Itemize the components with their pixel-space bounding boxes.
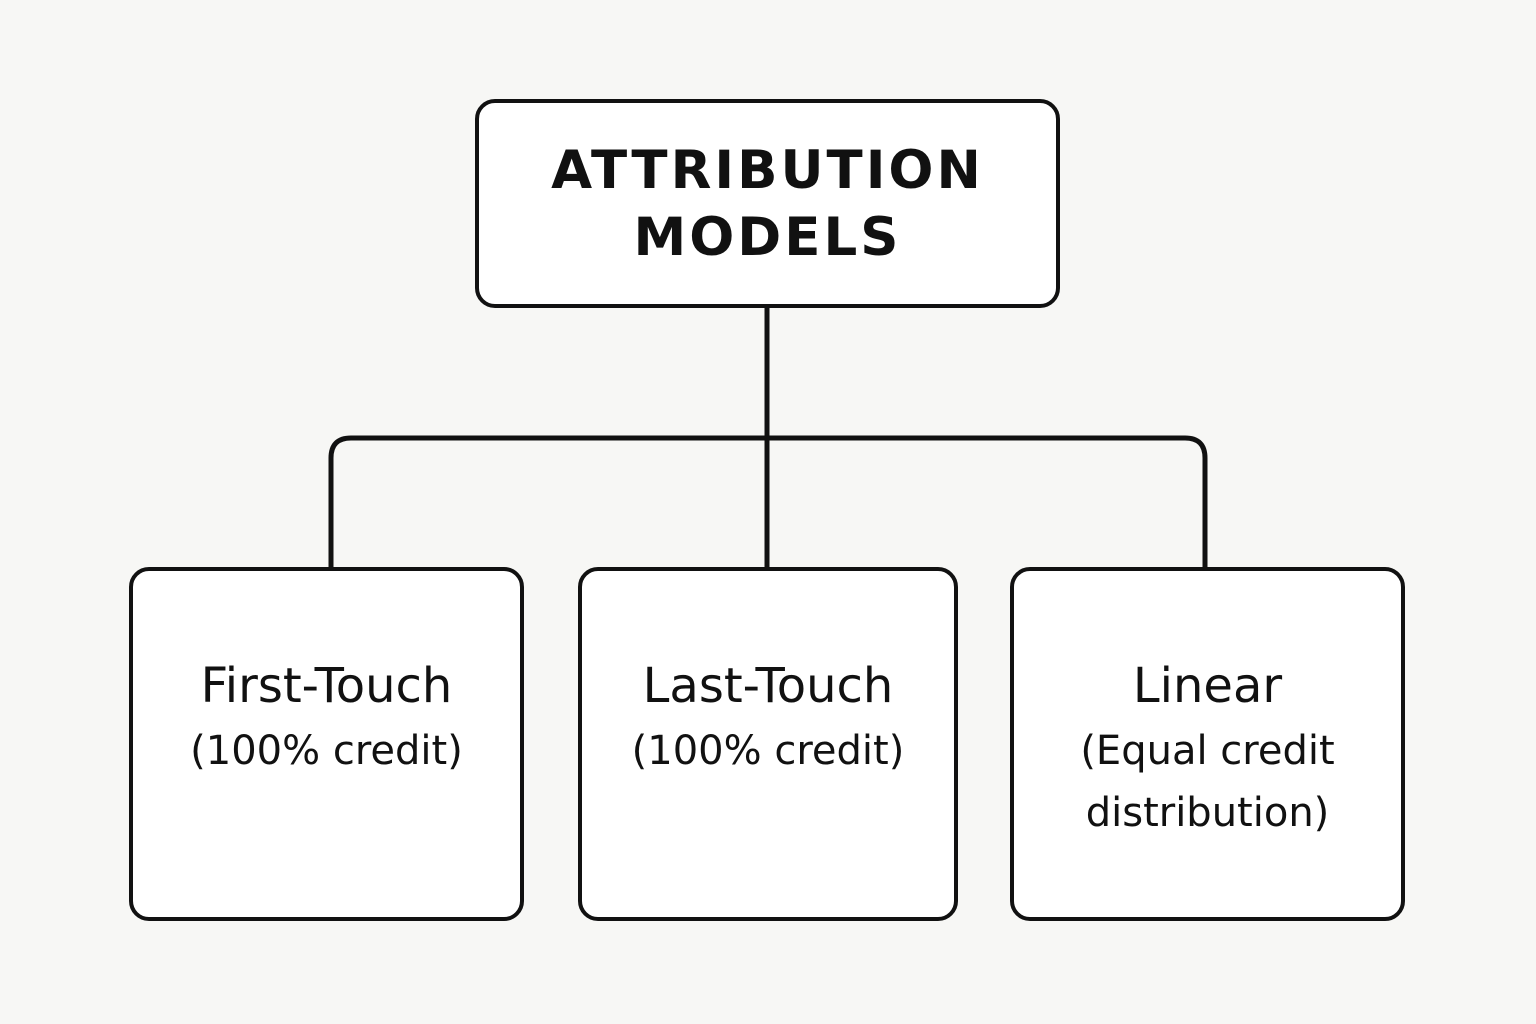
node-linear: Linear (Equal credit distribution)	[1010, 567, 1405, 921]
node-first-touch: First-Touch (100% credit)	[129, 567, 524, 921]
node-description-line-1: (Equal credit	[1080, 728, 1335, 774]
root-title-line-1: ATTRIBUTION	[551, 139, 984, 201]
root-node-attribution-models: ATTRIBUTION MODELS	[475, 99, 1060, 308]
node-title: Linear	[1132, 658, 1283, 714]
root-title-line-2: MODELS	[633, 206, 902, 268]
node-last-touch: Last-Touch (100% credit)	[578, 567, 958, 921]
branch-bracket-line	[328, 435, 1208, 567]
node-title: Last-Touch	[642, 658, 894, 714]
node-description: (100% credit)	[190, 728, 463, 774]
node-description-line-2: distribution)	[1085, 790, 1330, 836]
node-description: (100% credit)	[631, 728, 905, 774]
node-title: First-Touch	[200, 658, 453, 714]
